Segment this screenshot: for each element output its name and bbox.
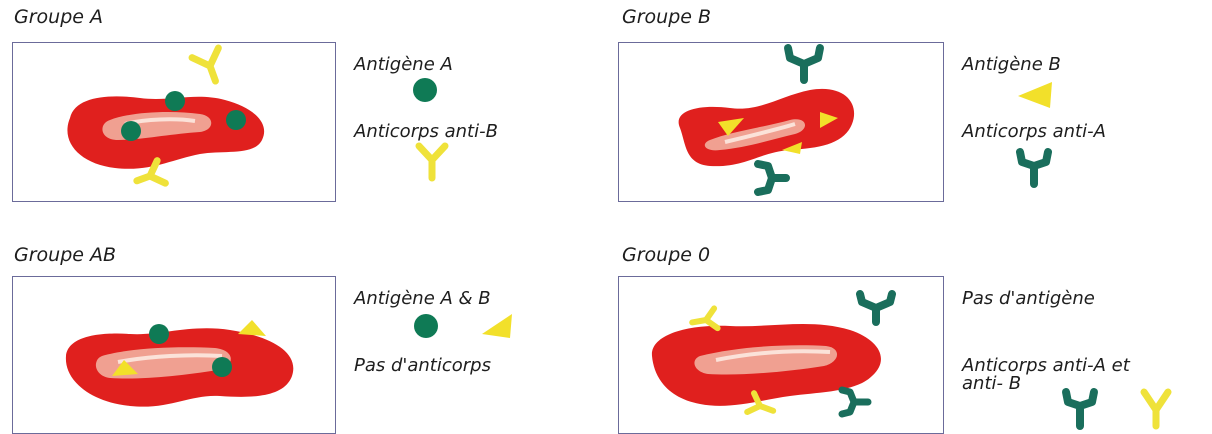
group-o-anti-a-antibody-2 bbox=[842, 390, 868, 414]
group-b-anti-a-antibody-1 bbox=[788, 48, 820, 80]
legend-anti-b-antibody-icon bbox=[419, 146, 445, 178]
group-ab-antigen-a-1 bbox=[149, 324, 169, 344]
legend-o-anti-b-antibody-icon bbox=[1144, 392, 1168, 426]
legend-ab-antigen-a-icon bbox=[414, 314, 438, 338]
group-ab-antigen-b-1 bbox=[238, 320, 266, 336]
group-a-antigen-a-3 bbox=[121, 121, 141, 141]
legend-o-anti-a-antibody-icon bbox=[1066, 392, 1094, 426]
group-a-anti-b-antibody-1 bbox=[192, 48, 229, 86]
legend-antigen-b-icon bbox=[1018, 82, 1052, 108]
group-b-anti-a-antibody-2 bbox=[758, 164, 786, 192]
group-b-red-cell bbox=[679, 89, 854, 166]
legend-antigen-a-icon bbox=[413, 78, 437, 102]
group-a-antigen-a-1 bbox=[165, 91, 185, 111]
group-ab-red-cell bbox=[66, 328, 293, 406]
group-a-red-cell bbox=[67, 96, 264, 168]
legend-anti-a-antibody-icon bbox=[1020, 152, 1048, 184]
legend-ab-antigen-b-icon bbox=[482, 314, 512, 338]
group-ab-antigen-a-2 bbox=[212, 357, 232, 377]
group-a-antigen-a-2 bbox=[226, 110, 246, 130]
group-o-anti-a-antibody-1 bbox=[860, 294, 892, 322]
